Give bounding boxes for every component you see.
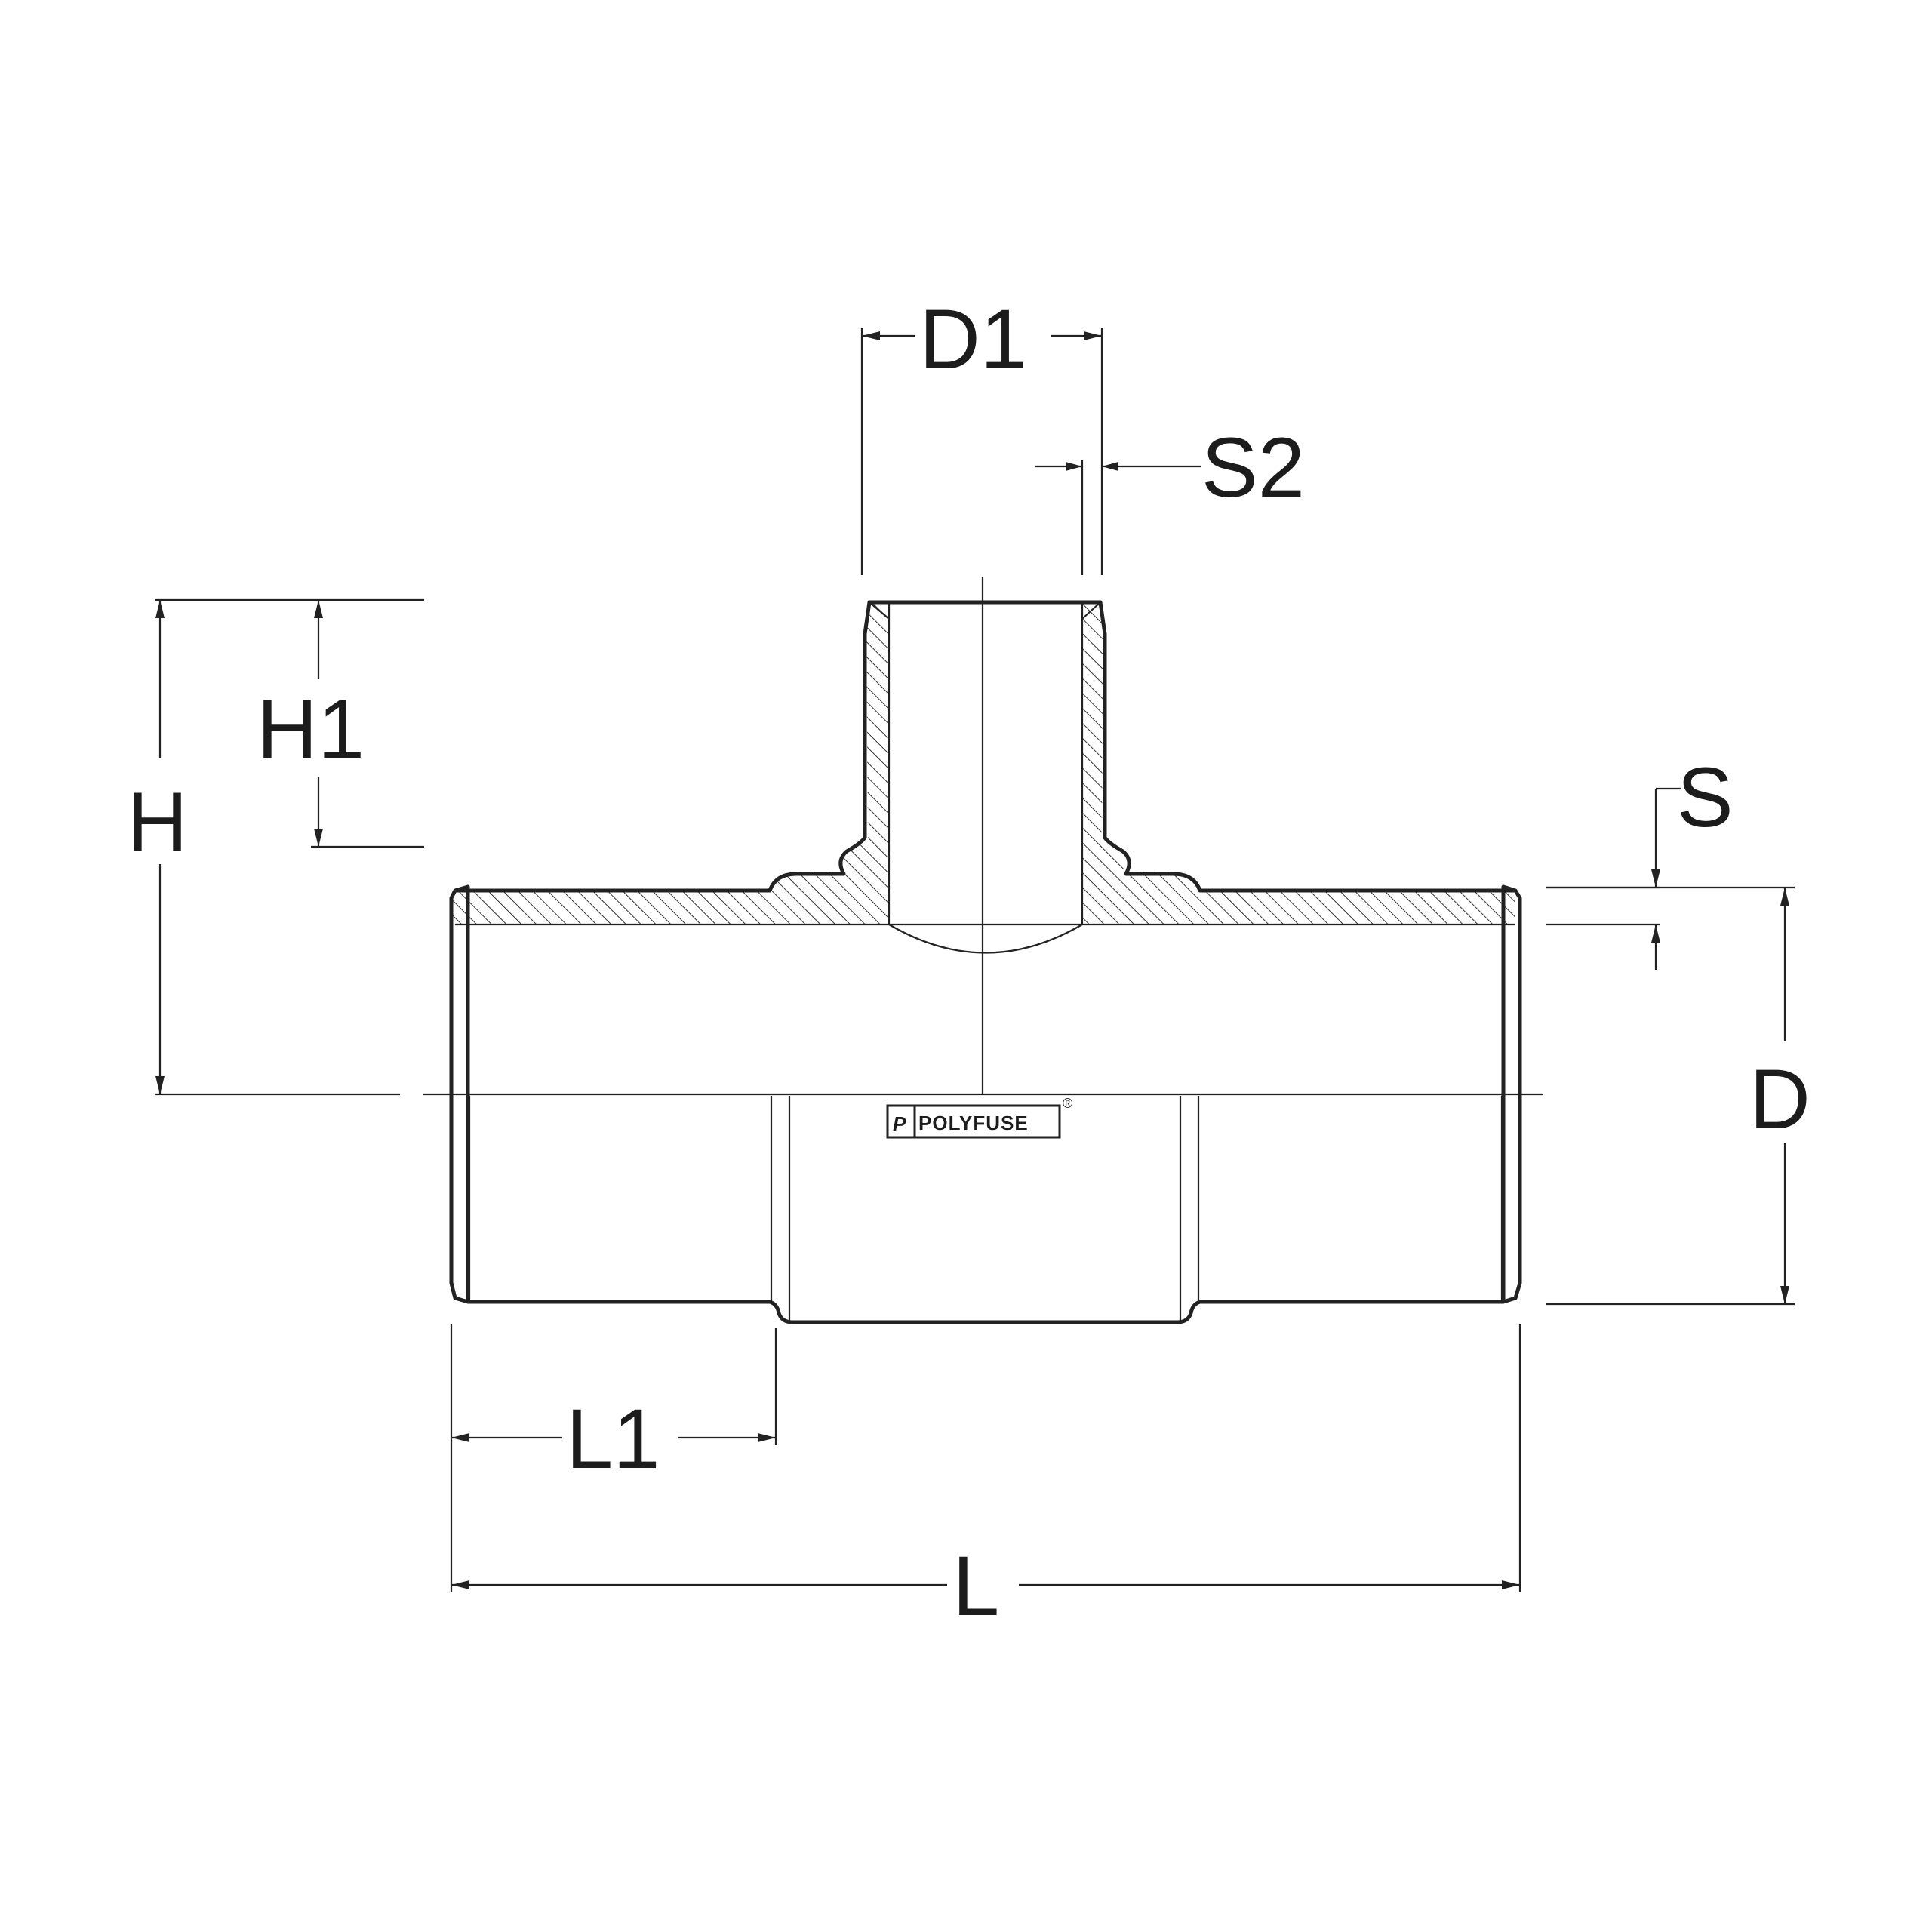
branch-chamfer-left [869,601,890,620]
l-label: L [952,1539,999,1633]
d-arrow-top [1780,888,1789,906]
l-arrow-right [1502,1580,1520,1589]
dim-s: S [1546,750,1734,970]
brand-registered-mark: ® [1063,1096,1072,1111]
l-arrow-left [451,1580,469,1589]
tee-outer-profile [455,600,1515,893]
s2-label: S2 [1201,420,1305,515]
s-label: S [1677,750,1734,844]
main-right-end [1501,884,1522,1304]
l1-arrow-right [758,1433,776,1442]
h1-label: H1 [257,682,365,777]
brand-name: POLYFUSE [918,1112,1029,1134]
s-arrow-bottom [1651,924,1660,943]
branch-wall-right-hatch [1082,602,1103,924]
branch-chamfer-right [1081,601,1101,620]
h-arrow-bottom [155,1076,165,1094]
dim-d1: D1 [860,292,1103,575]
brand-badge: P POLYFUSE ® [886,1096,1072,1139]
branch-wall-left-hatch [866,602,889,924]
h-arrow-top [155,600,165,618]
section-hatching [453,602,1515,924]
center-lines [423,577,1543,1096]
d1-arrow-left [862,331,880,340]
tee-bottom-profile [468,1300,1503,1324]
main-wall-right-hatch [1100,838,1515,924]
s2-arrow-left [1066,462,1082,471]
s2-arrow-right [1102,462,1118,471]
d1-arrow-right [1084,331,1102,340]
d-label: D [1749,1052,1810,1146]
d1-label: D1 [919,292,1027,386]
dim-l1: L1 [450,1324,777,1592]
dim-l: L [451,1324,1521,1633]
h1-arrow-bottom [314,829,323,847]
dim-h: H [127,598,424,1096]
h1-arrow-top [314,600,323,618]
d-arrow-bottom [1780,1286,1789,1304]
brand-logo-mark: P [893,1112,906,1135]
l1-arrow-left [451,1433,469,1442]
dim-d: D [1546,886,1810,1306]
main-wall-left-hatch [453,838,868,924]
dim-h1: H1 [257,600,424,848]
s-arrow-top [1651,869,1660,888]
brand-frame [886,1104,1061,1139]
tee-outline [449,600,1522,1324]
branch-intersection-curve [888,924,1083,954]
main-left-end [449,884,470,1304]
l1-label: L1 [566,1392,660,1486]
dim-s2: S2 [1035,420,1305,575]
h-label: H [127,775,188,869]
